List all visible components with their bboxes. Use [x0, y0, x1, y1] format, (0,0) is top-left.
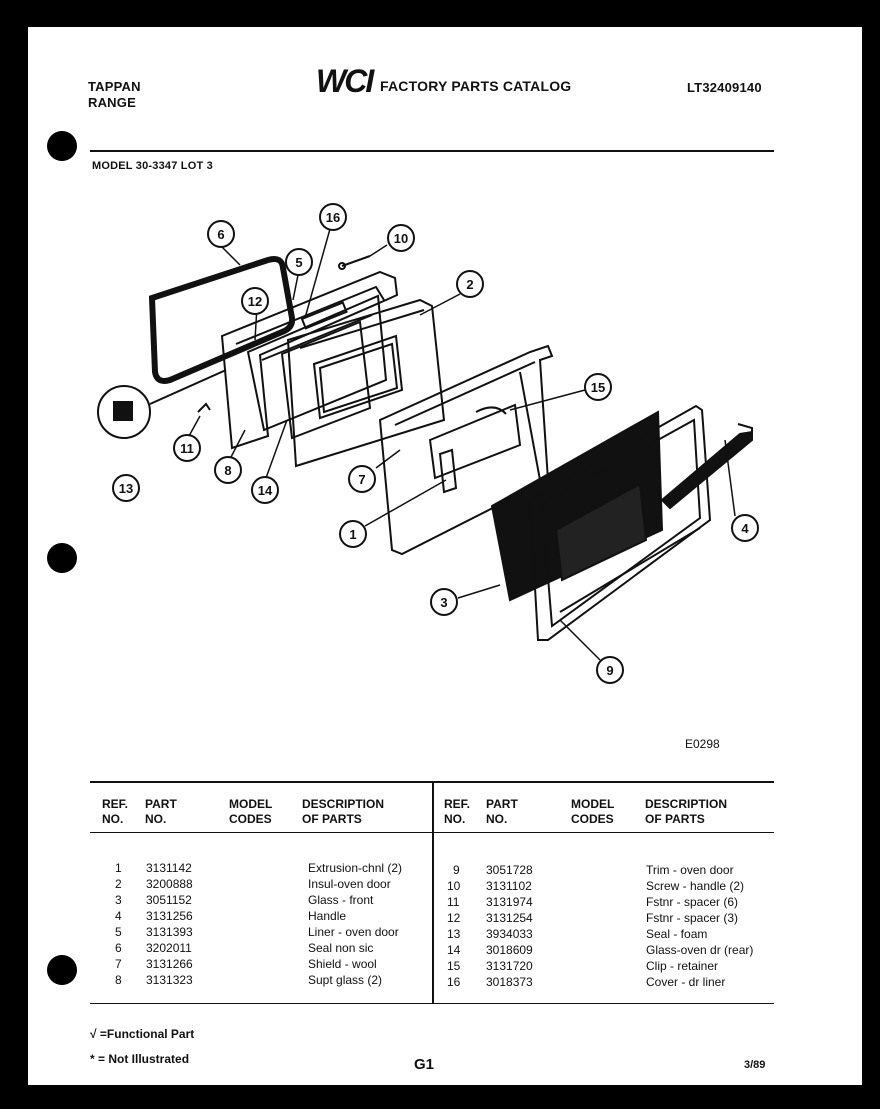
col-ref-left: REF.NO. — [102, 797, 129, 826]
svg-text:7: 7 — [358, 472, 365, 487]
svg-text:9: 9 — [606, 663, 613, 678]
binder-hole-top — [47, 131, 77, 161]
svg-text:12: 12 — [248, 294, 262, 309]
svg-text:10: 10 — [394, 231, 408, 246]
callout-2 — [456, 270, 484, 298]
callout-11 — [173, 434, 201, 462]
door-trim-part — [528, 404, 712, 641]
catalog-page — [28, 27, 862, 1085]
binder-hole-bottom — [47, 955, 77, 985]
page-number: G1 — [414, 1056, 435, 1073]
callout-15 — [584, 373, 612, 401]
callout-16 — [319, 203, 347, 231]
svg-text:2: 2 — [466, 277, 473, 292]
svg-text:14: 14 — [258, 483, 273, 498]
screw-part — [338, 255, 371, 270]
rear-glass-part — [280, 320, 372, 440]
not-illustrated-note: * = Not Illustrated — [90, 1052, 190, 1066]
svg-text:5: 5 — [295, 255, 302, 270]
catalog-number: LT32409140 — [687, 80, 762, 95]
seal-gasket-part — [148, 256, 296, 384]
front-glass-part — [490, 410, 664, 602]
svg-text:13: 13 — [119, 481, 133, 496]
svg-text:16: 16 — [326, 210, 340, 225]
callout-1 — [339, 520, 367, 548]
catalog-logo: WCI — [316, 63, 374, 99]
handle-part — [660, 423, 753, 510]
insulation-panel-part — [286, 298, 446, 468]
door-liner-part — [220, 270, 399, 450]
callout-5 — [285, 248, 313, 276]
brand-line2: RANGE — [88, 95, 136, 110]
svg-text:8: 8 — [224, 463, 231, 478]
model-label: MODEL 30-3347 LOT 3 — [92, 160, 213, 172]
functional-part-note: √ =Functional Part — [90, 1027, 195, 1041]
callout-3 — [430, 588, 458, 616]
table-bottom-rule — [90, 1003, 774, 1004]
callout-7 — [348, 465, 376, 493]
brand-line1: TAPPAN — [88, 79, 141, 94]
callout-10 — [387, 224, 415, 252]
svg-text:1: 1 — [349, 527, 356, 542]
callout-6 — [207, 220, 235, 248]
svg-text:3: 3 — [440, 595, 447, 610]
svg-text:11: 11 — [180, 441, 194, 456]
callout-4 — [731, 514, 759, 542]
header-rule — [90, 150, 774, 152]
table-header-rule — [90, 832, 774, 833]
revision-date: 3/89 — [744, 1059, 766, 1071]
callout-9 — [596, 656, 624, 684]
table-divider — [432, 782, 434, 1004]
figure-code: E0298 — [685, 737, 720, 751]
spacer-part — [197, 402, 211, 413]
binder-hole-middle — [47, 543, 77, 573]
callout-14 — [251, 476, 279, 504]
svg-text:4: 4 — [741, 521, 749, 536]
callout-13 — [112, 474, 140, 502]
svg-text:6: 6 — [217, 227, 224, 242]
col-ref-right: REF.NO. — [444, 797, 471, 826]
callout-12 — [241, 287, 269, 315]
svg-text:15: 15 — [591, 380, 605, 395]
foam-seal-detail — [97, 369, 227, 439]
callout-8 — [214, 456, 242, 484]
catalog-title: FACTORY PARTS CATALOG — [380, 78, 572, 94]
door-panel-part — [378, 344, 554, 556]
